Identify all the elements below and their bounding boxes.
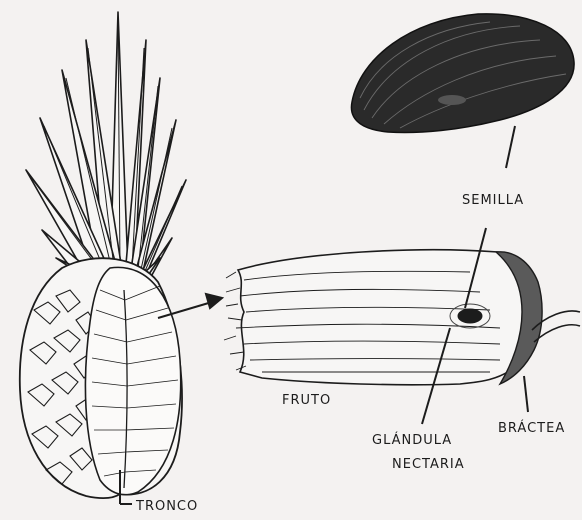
label-semilla: SEMILLA (462, 193, 524, 208)
pineapple-body (20, 258, 182, 498)
fruitlet-outline (238, 250, 538, 385)
label-glandula-line2: NECTARIA (392, 457, 465, 472)
label-fruto: FRUTO (282, 393, 331, 408)
seed-illustration (351, 14, 574, 133)
label-tronco: TRONCO (135, 499, 198, 514)
label-bractea: BRÁCTEA (498, 420, 565, 436)
fruitlet-section (224, 250, 580, 385)
nectar-gland (458, 309, 482, 323)
label-glandula-line1: GLÁNDULA (372, 432, 452, 448)
leader-bractea (524, 376, 528, 412)
pineapple-crown (26, 12, 186, 290)
seed-shape (351, 14, 574, 133)
leader-semilla (506, 126, 515, 168)
